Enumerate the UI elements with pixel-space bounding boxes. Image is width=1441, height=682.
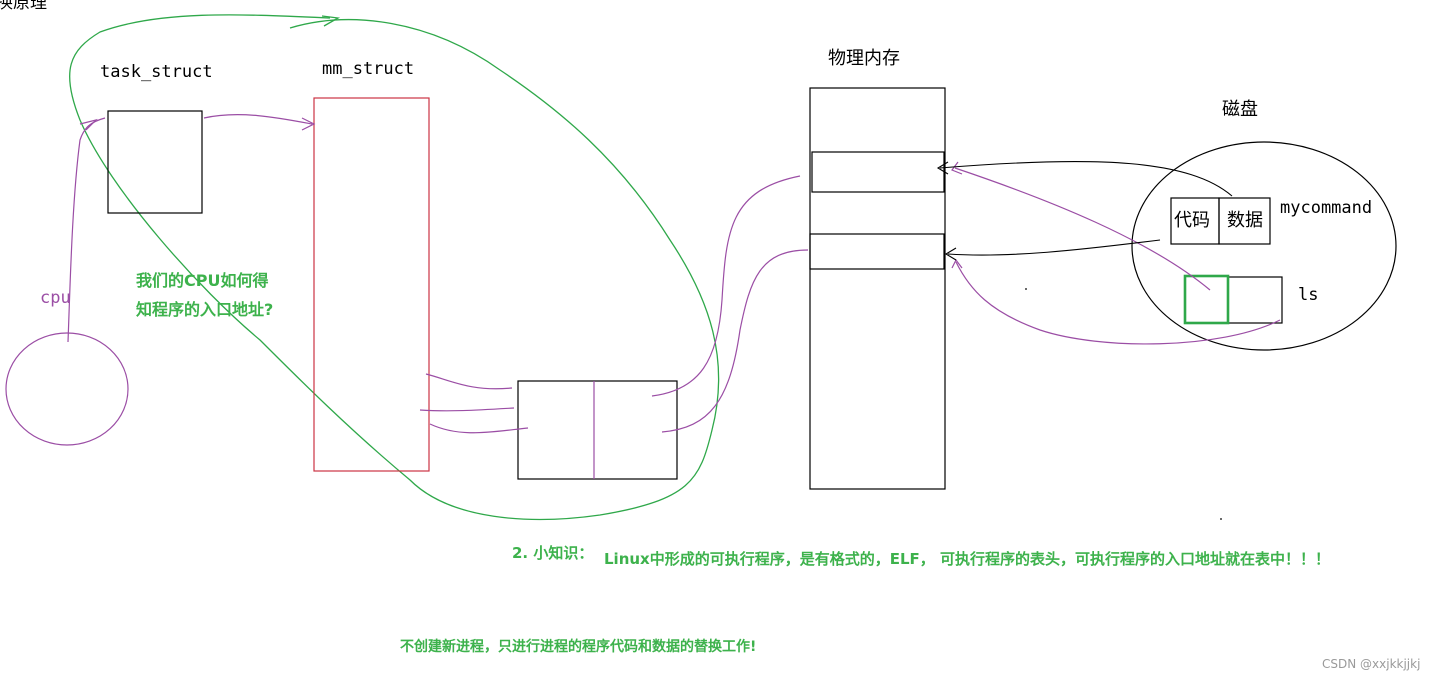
task-struct-box bbox=[107, 110, 203, 214]
memory-slot-top bbox=[811, 151, 945, 193]
task-struct-label: task_struct bbox=[100, 62, 213, 82]
question-line-2: 知程序的入口地址? bbox=[136, 300, 274, 319]
cpu-label: cpu bbox=[40, 288, 71, 308]
mm-struct-label: mm_struct bbox=[322, 59, 415, 79]
code-to-memory-arrow bbox=[947, 239, 1161, 256]
page-to-memory-arrow-2 bbox=[661, 249, 809, 433]
cpu-circle bbox=[5, 332, 129, 446]
ls-data-box bbox=[1227, 276, 1283, 324]
code-label: 代码 bbox=[1174, 210, 1210, 231]
data-label: 数据 bbox=[1227, 210, 1263, 231]
mm-struct-box bbox=[313, 97, 430, 472]
green-enclosing-loop bbox=[68, 14, 720, 521]
data-to-memory-arrow bbox=[939, 160, 1233, 197]
memory-slot-middle bbox=[809, 233, 945, 270]
cpu-to-task-arrow bbox=[67, 117, 106, 343]
tip-title: 2. 小知识： bbox=[512, 544, 594, 562]
ls-code-box bbox=[1183, 274, 1230, 325]
physical-memory-label: 物理内存 bbox=[828, 48, 900, 69]
disk-ellipse bbox=[1131, 141, 1397, 351]
purple-arrows bbox=[67, 114, 1281, 434]
physical-memory-box bbox=[809, 87, 946, 490]
page-to-memory-arrow-1 bbox=[651, 175, 801, 397]
csdn-watermark: CSDN @xxjkkjjkj bbox=[1322, 657, 1421, 671]
mycommand-data-box bbox=[1218, 197, 1271, 245]
mycommand-label: mycommand bbox=[1280, 198, 1373, 218]
ls-to-memory-arrow-1 bbox=[954, 167, 1211, 291]
question-line-1: 我们的CPU如何得 bbox=[136, 271, 269, 290]
mm-to-page-arrow-1 bbox=[425, 373, 513, 390]
load-arrows bbox=[936, 160, 1233, 261]
ls-label: ls bbox=[1298, 285, 1319, 305]
green-arrow-head bbox=[321, 15, 341, 27]
task-to-mm-arrow bbox=[203, 114, 313, 125]
mm-to-page-arrow-3 bbox=[429, 423, 529, 434]
ls-to-memory-arrow-2 bbox=[955, 261, 1281, 345]
bottom-note: 不创建新进程，只进行进程的程序代码和数据的替换工作! bbox=[400, 639, 757, 655]
disk-label: 磁盘 bbox=[1222, 99, 1258, 120]
tip-text: Linux中形成的可执行程序，是有格式的，ELF， 可执行程序的表头，可执行程序… bbox=[604, 550, 1331, 568]
corner-title: 换原理 bbox=[0, 0, 47, 13]
mm-to-page-arrow-2 bbox=[419, 407, 515, 412]
